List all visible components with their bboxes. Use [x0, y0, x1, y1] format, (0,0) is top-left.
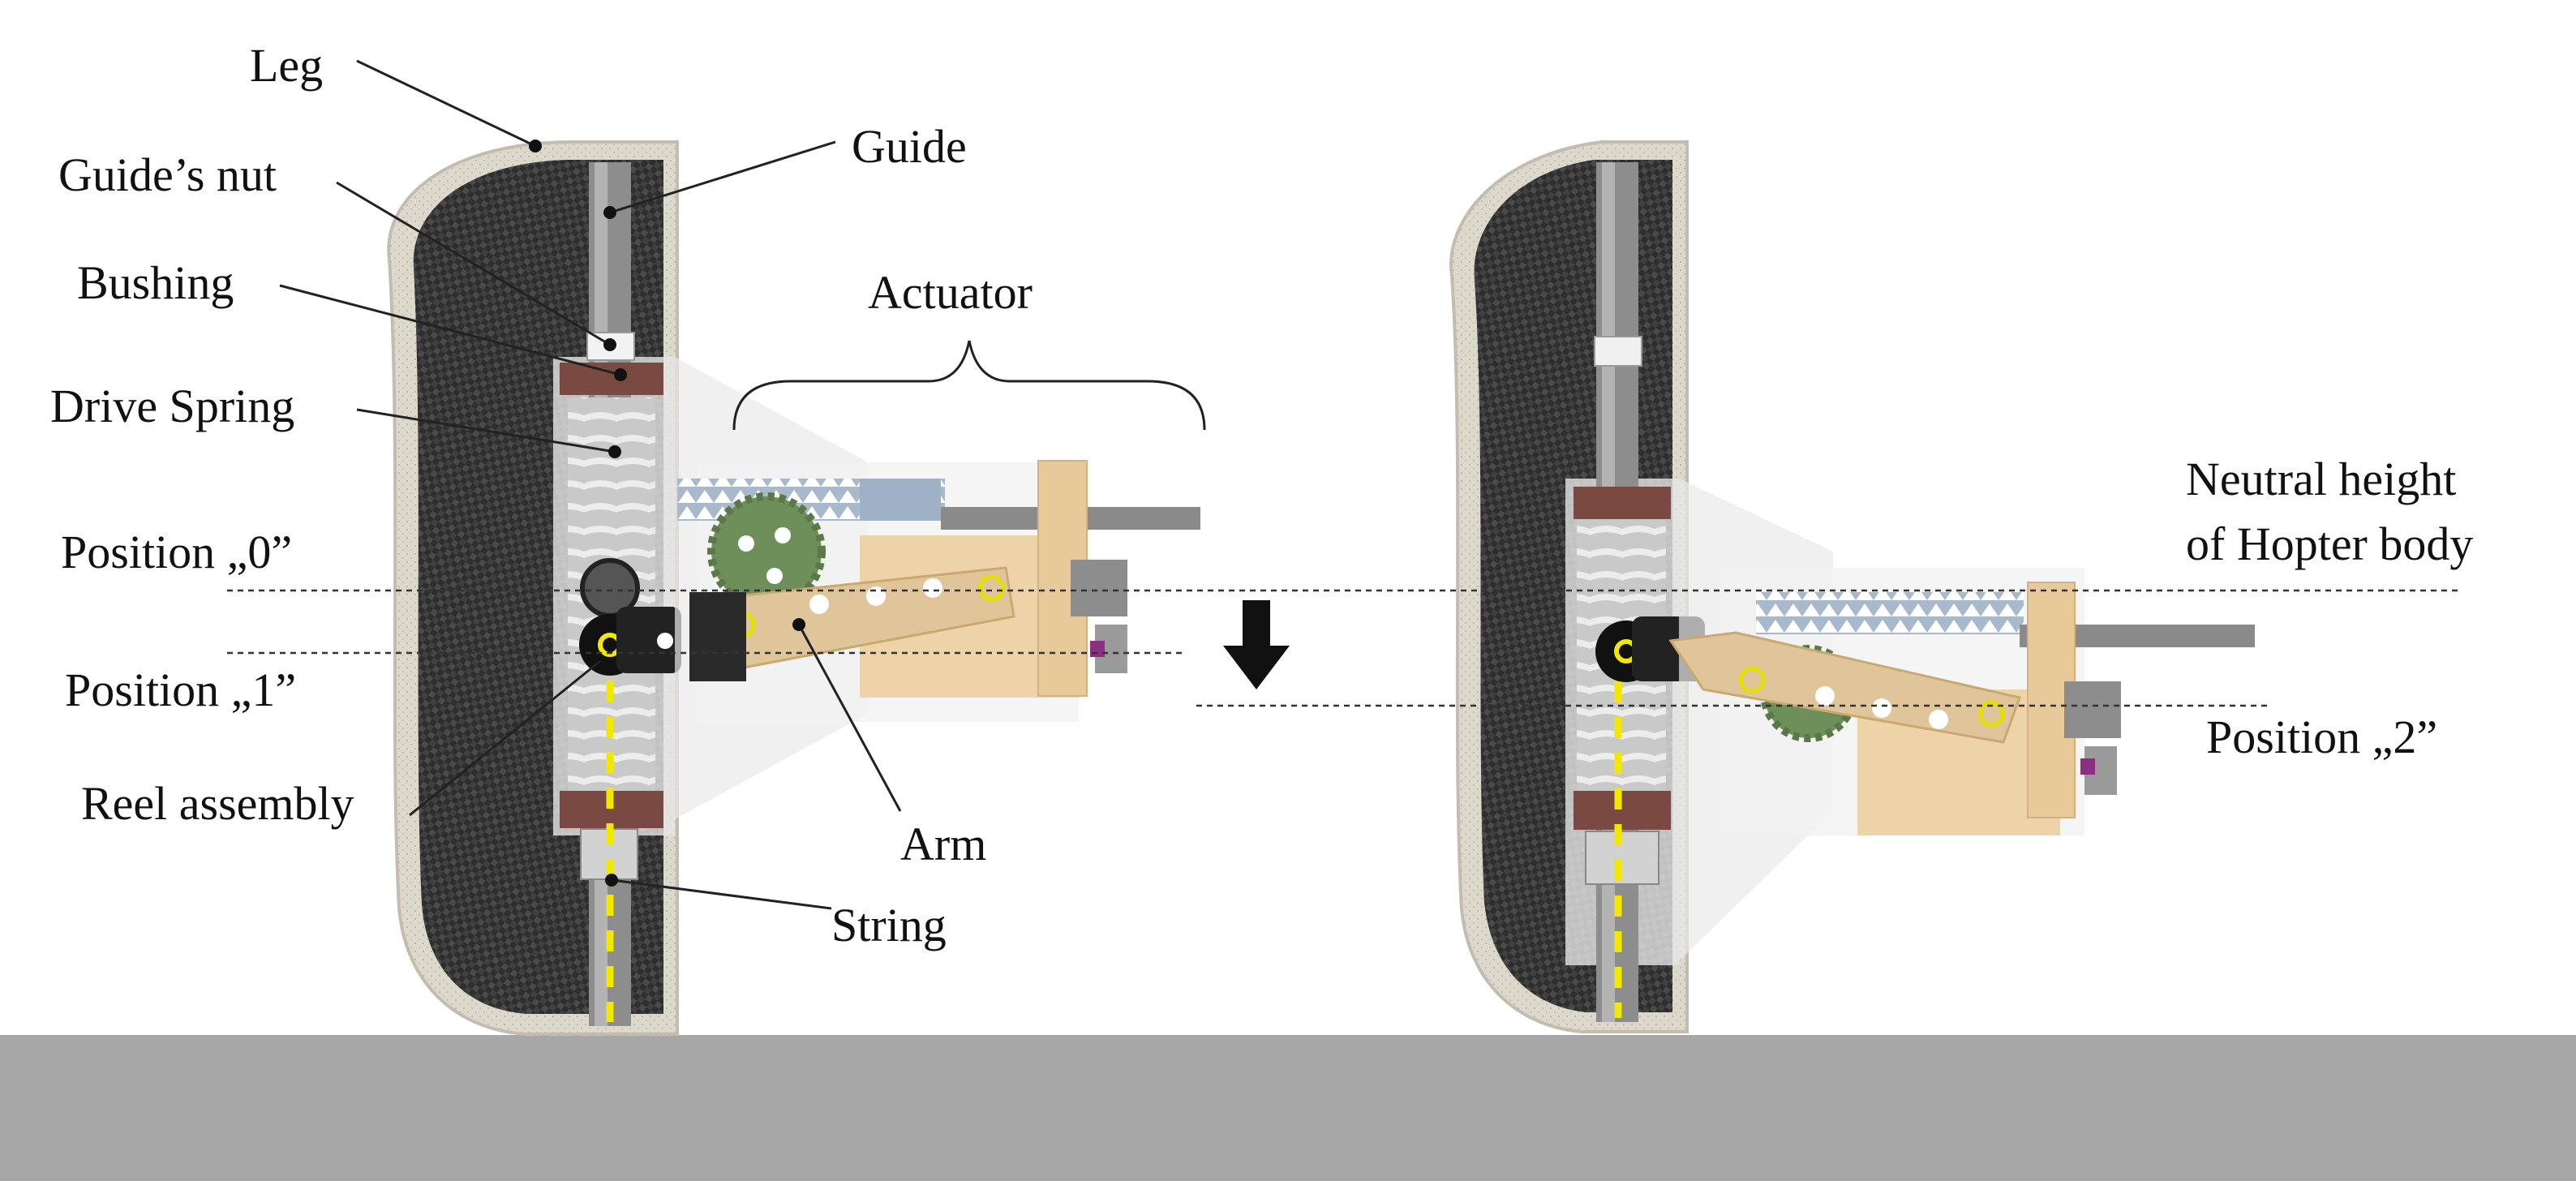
- leader-guide-nut: [336, 181, 611, 346]
- label-string: String: [831, 899, 947, 951]
- leader-drive-spring: [356, 408, 616, 453]
- down-arrow-icon: [1223, 600, 1290, 689]
- actuator-brace: [732, 340, 1206, 431]
- label-neutral-height-2: of Hopter body: [2186, 517, 2473, 570]
- leader-guide: [609, 140, 836, 214]
- bushing-top-left: [560, 363, 663, 395]
- label-position-0: Position „0”: [61, 526, 292, 578]
- label-actuator: Actuator: [868, 266, 1033, 319]
- label-leg: Leg: [250, 39, 323, 92]
- label-position-2: Position „2”: [2206, 711, 2437, 763]
- leader-leg: [356, 59, 536, 148]
- gear-left: [707, 492, 826, 611]
- leg-right: [1449, 140, 1705, 1033]
- leader-dots: [529, 140, 805, 887]
- rack-right: [1756, 592, 2024, 634]
- leader-bushing: [279, 284, 621, 376]
- actuator-right: [1668, 479, 2255, 961]
- label-arm: Arm: [900, 818, 986, 870]
- label-guide: Guide: [852, 120, 967, 173]
- leader-reel-assembly: [409, 659, 601, 817]
- label-position-1: Position „1”: [65, 664, 296, 716]
- label-guide-nut: Guide’s nut: [58, 148, 277, 201]
- leg-left: [387, 140, 681, 1036]
- label-bushing: Bushing: [77, 256, 234, 309]
- leader-arm: [797, 624, 902, 812]
- ground: [0, 1035, 2576, 1181]
- label-neutral-height-1: Neutral height: [2186, 453, 2456, 505]
- leader-string: [611, 878, 832, 910]
- label-drive-spring: Drive Spring: [50, 380, 294, 432]
- label-reel-assembly: Reel assembly: [81, 777, 354, 830]
- actuator-left: [675, 357, 1200, 819]
